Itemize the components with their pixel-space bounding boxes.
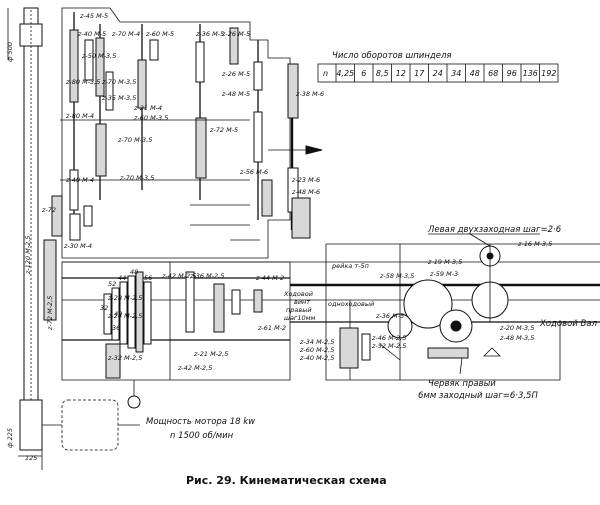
speed-table: Число оборотов шпинделя n 4,25 6 8,5 12 17 24 3… (317, 51, 559, 83)
gear-label: z-120 M-2,5 (24, 235, 32, 275)
cone-number: 32 (100, 304, 108, 312)
motor-speed-label: n 1500 об/мин (170, 431, 234, 441)
gear-label: z-23 M-6 (291, 176, 320, 184)
gear-label: z-48 M-5 (221, 90, 250, 98)
speed-table-title: Число оборотов шпинделя (332, 51, 452, 61)
motor-power-label: Мощность мотора 18 kw (146, 417, 255, 427)
speed-table-cell: 12 (396, 69, 406, 78)
gear-label: z-21 M-2,5 (193, 350, 228, 358)
gear-label: z-28 M-2,5 (107, 294, 142, 302)
gear-label: z-72 M-2,5 (46, 296, 54, 331)
gear-label: z-32 M-2,5 (107, 354, 142, 362)
speed-table-cell: 192 (541, 69, 556, 78)
apron (290, 243, 600, 381)
gear-label: z-26 M-5 (221, 30, 250, 38)
gear-label: z-42 M-2,5 (177, 364, 212, 372)
gear-label: z-48 M-6 (291, 188, 320, 196)
drive-pulley-column: ф 500 ф 225 125 (6, 7, 43, 470)
lead-screw-label-1: Ходовой (283, 290, 313, 298)
gear-label: z-21 M-4 (133, 104, 162, 112)
gear-label: z-40 M-2,5 (299, 354, 334, 362)
speed-table-cell: 24 (433, 69, 443, 78)
annotations: Левая двухзаходная шаг=2·6 Червяк правый… (283, 225, 598, 401)
gear-label: z-45 M-5 (79, 12, 108, 20)
pulley-bottom-diameter: ф 225 (6, 428, 14, 448)
gear-label: z-72 M-5 (209, 126, 238, 134)
speed-table-cell: 48 (470, 69, 480, 78)
cone-number: 36 (112, 324, 120, 332)
feed-box (62, 262, 290, 409)
lead-screw-label-4: шаг10мм (284, 314, 316, 322)
gear-label: z-34 M-2,5 (299, 338, 334, 346)
headstock-housing (61, 7, 600, 381)
rack-label: рейка т-5п (331, 262, 369, 270)
gear-labels: z-45 M-5 z-40 M-5 z-50 M-3,5 z-70 M-4 z-… (24, 12, 552, 372)
gear-label: z-70 M-4 (111, 30, 140, 38)
single-thread-label: одноходовый (328, 300, 374, 308)
gear-label: z-16 M-3,5 (517, 240, 552, 248)
gear-label: z-19 M-3,5 (427, 258, 462, 266)
right-worm-label-1: Червяк правый (428, 379, 496, 389)
gear-label: z-70 M-3,5 (117, 136, 152, 144)
gear-label: z-52 M-2,5 (371, 342, 406, 350)
cone-number: 44 (118, 274, 126, 282)
gear-label: z-60 M-5 (145, 30, 174, 38)
gear-label: z-80 M-4 (65, 112, 94, 120)
gear-label: z-44 M-2 (255, 274, 284, 282)
cone-numbers: 44 48 56 52 32 40 36 (100, 268, 152, 332)
gear-label: z-26 M-5 (221, 70, 250, 78)
cone-number: 48 (130, 268, 138, 276)
headstock-gears (43, 27, 311, 321)
pulley-width: 125 (25, 454, 37, 462)
cone-number: 52 (108, 280, 116, 288)
gear-label: z-24 M-2,5 (107, 312, 142, 320)
gear-label: z-59 M-3 (429, 270, 458, 278)
lead-screw-label-2: винт (294, 298, 310, 306)
gear-label: z-20 M-3,5 (499, 324, 534, 332)
gear-label: z-60 M-2,5 (299, 346, 334, 354)
motor: Мощность мотора 18 kw n 1500 об/мин (42, 399, 255, 451)
gear-label: z-58 M-3,5 (379, 272, 414, 280)
gear-label: z-70 M-3,5 (119, 174, 154, 182)
speed-table-row-label: n (323, 69, 328, 78)
gear-label: z-40 M-4 (65, 176, 94, 184)
gear-label: z-40 M-5 (77, 30, 106, 38)
gear-label: z-46 M-2,5 (371, 334, 406, 342)
gear-label: z-36 M-2,5 (189, 272, 224, 280)
gear-label: z-35 M-3,5 (101, 94, 136, 102)
gear-label: z-36 M-5 (375, 312, 404, 320)
speed-table-cell: 34 (451, 69, 461, 78)
gear-label: z-38 M-6 (295, 90, 324, 98)
speed-table-cell: 96 (507, 69, 517, 78)
gear-label: z-61 M-2 (257, 324, 286, 332)
pulley-top-diameter: ф 500 (6, 42, 14, 62)
speed-table-cell: 68 (488, 69, 498, 78)
speed-table-cell: 6 (361, 69, 366, 78)
gear-label: z-42 M-2,5 (161, 272, 196, 280)
figure-caption: Рис. 29. Кинематическая схема (186, 474, 387, 487)
gear-label: z-50 M-3,5 (81, 52, 116, 60)
speed-table-cell: 17 (414, 69, 425, 78)
cone-number: 56 (144, 274, 152, 282)
speed-table-cell: 8,5 (376, 69, 389, 78)
gear-label: z-72 (41, 206, 56, 214)
lead-screw-label-3: правый (286, 306, 312, 314)
gear-label: z-56 M-6 (239, 168, 268, 176)
gear-label: z-36 M-5 (195, 30, 224, 38)
cone-number: 40 (114, 310, 122, 318)
gear-label: z-80 M-3,5 (65, 78, 100, 86)
gear-label: z-60 M-3,5 (133, 114, 168, 122)
speed-table-cell: 136 (523, 69, 538, 78)
gear-label: z-48 M-3,5 (499, 334, 534, 342)
speed-table-cell: 4,25 (336, 69, 354, 78)
feed-shaft-label: Ходовой Вал (539, 319, 598, 329)
gear-label: z-70 M-3,5 (101, 78, 136, 86)
left-worm-label: Левая двухзаходная шаг=2·6 (427, 225, 562, 235)
gear-label: z-30 M-4 (63, 242, 92, 250)
right-worm-label-2: 6мм заходный шаг=6·3,5П (418, 391, 538, 401)
